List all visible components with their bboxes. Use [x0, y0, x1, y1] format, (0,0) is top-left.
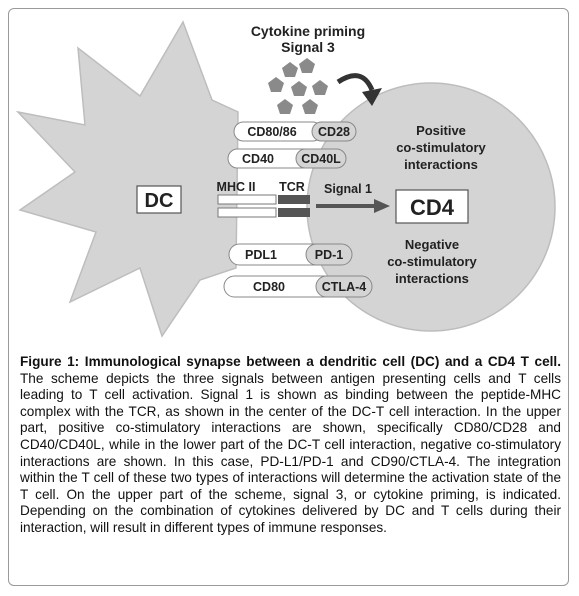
positive-label-line3: interactions — [404, 157, 478, 172]
pill-cd80-label: CD80 — [253, 280, 285, 294]
negative-label-line3: interactions — [395, 271, 469, 286]
positive-label-line2: co-stimulatory — [396, 140, 486, 155]
curved-arrowhead-icon — [362, 88, 382, 106]
cytokine-pentagon-icon — [312, 80, 328, 95]
dc-label: DC — [145, 190, 174, 212]
mhc-bar-top — [217, 194, 277, 205]
dc-label-box — [136, 185, 182, 214]
cytokine-pentagon-icon — [299, 58, 315, 73]
caption-heading: Figure 1: Immunological synapse between … — [20, 354, 561, 369]
pill-cd40-label: CD40 — [242, 152, 274, 166]
pill-cd8086-label: CD80/86 — [247, 125, 296, 139]
tcr-bar-bottom — [278, 208, 310, 217]
pill-pd1-label: PD-1 — [315, 248, 344, 262]
pill-cd28-label: CD28 — [318, 125, 350, 139]
figure-caption: Figure 1: Immunological synapse between … — [20, 354, 561, 537]
cd4-label-box — [395, 189, 469, 224]
tcr-label: TCR — [279, 180, 305, 194]
cytokine-molecules — [268, 58, 328, 114]
immunological-synapse-diagram: Cytokine priming Signal 3 Positive co-st… — [15, 20, 556, 338]
pill-cd40l-label: CD40L — [301, 152, 341, 166]
tcr-bar-top — [278, 195, 310, 204]
cytokine-pentagon-icon — [277, 99, 293, 114]
signal3-curved-arrow-icon — [336, 73, 375, 92]
cytokine-title-line1: Cytokine priming — [251, 23, 365, 39]
dendritic-cell-shape — [15, 20, 239, 338]
positive-label-line1: Positive — [416, 123, 466, 138]
negative-label-line2: co-stimulatory — [387, 254, 477, 269]
caption-body: The scheme depicts the three signals bet… — [20, 370, 561, 535]
cd4-label: CD4 — [410, 195, 455, 220]
cytokine-pentagon-icon — [291, 81, 307, 96]
pill-pdl1-label: PDL1 — [245, 248, 277, 262]
cytokine-title-line2: Signal 3 — [281, 39, 335, 55]
pill-ctla4-label: CTLA-4 — [322, 280, 366, 294]
mhc-bar-bottom — [217, 207, 277, 218]
mhc-label: MHC II — [217, 180, 256, 194]
cytokine-pentagon-icon — [282, 62, 298, 77]
signal1-label: Signal 1 — [324, 182, 372, 196]
pill-cd40l — [295, 148, 347, 169]
negative-label-line1: Negative — [405, 237, 459, 252]
signal1-arrowhead-icon — [374, 199, 390, 213]
pill-ctla4 — [315, 275, 373, 298]
pill-pd1 — [305, 243, 353, 266]
cytokine-pentagon-icon — [268, 77, 284, 92]
cytokine-pentagon-icon — [302, 99, 318, 114]
pill-cd28 — [311, 121, 357, 142]
